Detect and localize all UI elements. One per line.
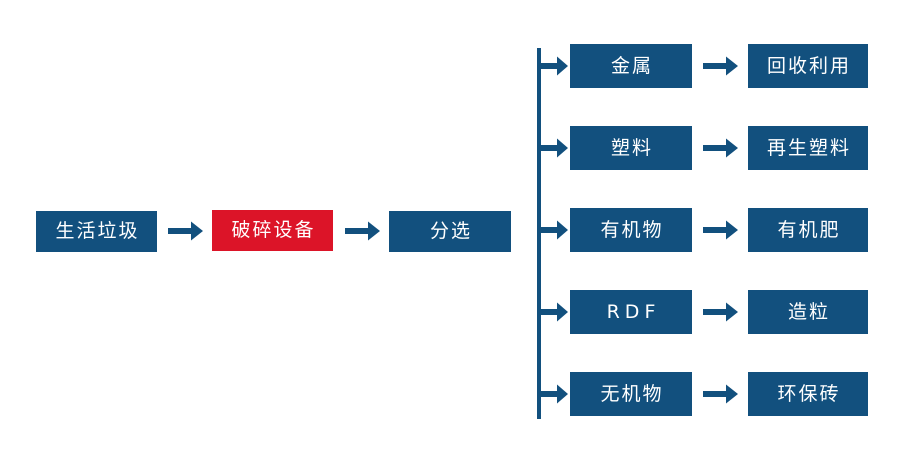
node-branch-material-4: RDF [570,290,692,334]
arrow-right-icon-branch-5 [537,382,569,406]
arrow-right-icon-branch-3 [537,218,569,242]
node-branch-product-4: 造粒 [748,290,868,334]
node-sorting: 分选 [389,211,511,252]
arrow-right-icon-row-3 [703,217,739,243]
arrow-right-icon-main-1 [168,218,204,244]
branch-trunk-line [537,48,541,419]
node-household-waste: 生活垃圾 [36,211,157,252]
arrow-right-icon-main-2 [345,218,381,244]
node-branch-product-5: 环保砖 [748,372,868,416]
arrow-right-icon-row-5 [703,381,739,407]
arrow-right-icon-row-4 [703,299,739,325]
node-branch-material-5: 无机物 [570,372,692,416]
arrow-right-icon-branch-1 [537,54,569,78]
node-branch-product-3: 有机肥 [748,208,868,252]
node-branch-product-1: 回收利用 [748,44,868,88]
node-branch-product-2: 再生塑料 [748,126,868,170]
node-branch-material-1: 金属 [570,44,692,88]
arrow-right-icon-row-1 [703,53,739,79]
arrow-right-icon-branch-2 [537,136,569,160]
arrow-right-icon-branch-4 [537,300,569,324]
node-branch-material-3: 有机物 [570,208,692,252]
arrow-right-icon-row-2 [703,135,739,161]
node-crushing-equipment: 破碎设备 [212,210,333,251]
node-branch-material-2: 塑料 [570,126,692,170]
